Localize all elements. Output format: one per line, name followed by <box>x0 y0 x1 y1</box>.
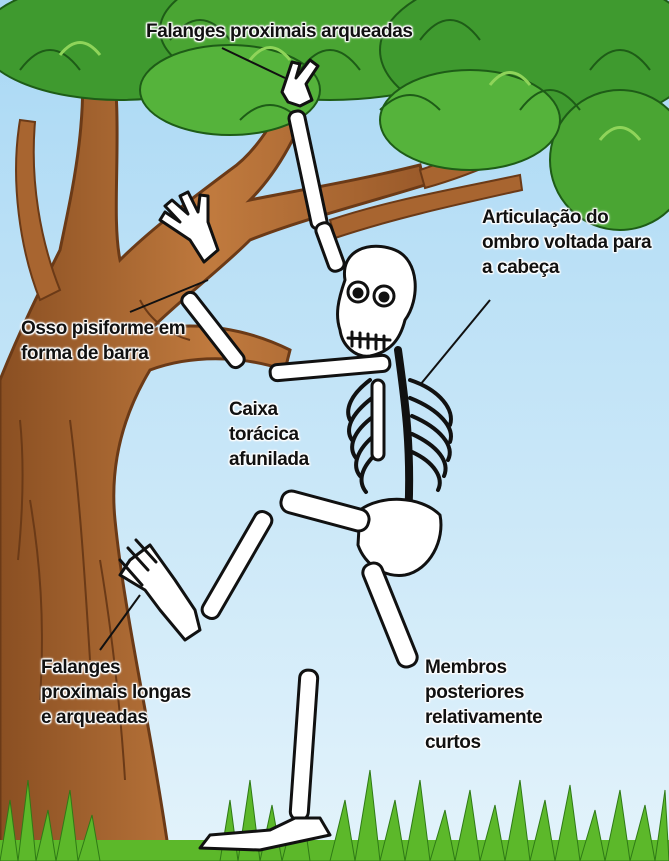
label-hindlimbs-line-3: relativamente <box>425 705 542 730</box>
label-shoulder-line-2: ombro voltada para <box>482 230 651 255</box>
label-foot-phalanges-line-3: e arqueadas <box>41 705 191 730</box>
label-shoulder-joint: Articulação do ombro voltada para a cabe… <box>482 205 651 280</box>
label-pisiform-line-1: Osso pisiforme em <box>21 316 185 341</box>
label-hindlimbs-line-1: Membros <box>425 655 542 680</box>
label-hindlimbs: Membros posteriores relativamente curtos <box>425 655 542 755</box>
label-hindlimbs-line-4: curtos <box>425 730 542 755</box>
label-top-phalanges-text: Falanges proximais arqueadas <box>146 19 413 44</box>
label-foot-phalanges-line-2: proximais longas <box>41 680 191 705</box>
label-foot-phalanges: Falanges proximais longas e arqueadas <box>41 655 191 730</box>
label-pisiform: Osso pisiforme em forma de barra <box>21 316 185 366</box>
label-ribcage: Caixa torácica afunilada <box>229 397 309 472</box>
label-ribcage-line-2: torácica <box>229 422 309 447</box>
label-shoulder-line-1: Articulação do <box>482 205 651 230</box>
label-foot-phalanges-line-1: Falanges <box>41 655 191 680</box>
sternum <box>372 380 384 460</box>
label-top-phalanges: Falanges proximais arqueadas <box>146 19 413 44</box>
label-shoulder-line-3: a cabeça <box>482 255 651 280</box>
label-pisiform-line-2: forma de barra <box>21 341 185 366</box>
label-ribcage-line-1: Caixa <box>229 397 309 422</box>
label-ribcage-line-3: afunilada <box>229 447 309 472</box>
label-hindlimbs-line-2: posteriores <box>425 680 542 705</box>
